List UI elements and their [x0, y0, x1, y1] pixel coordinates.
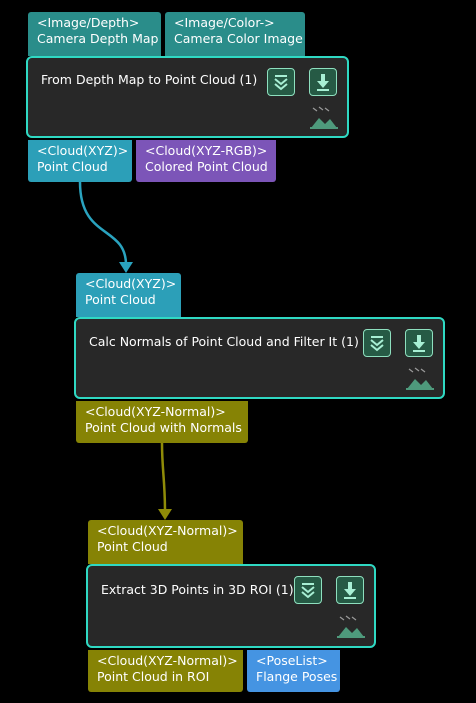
port-type-label: <Cloud(XYZ)> — [37, 143, 129, 158]
download-arrow-icon[interactable] — [309, 68, 337, 96]
collapse-chevron-icon[interactable] — [363, 329, 391, 357]
download-arrow-icon[interactable] — [405, 329, 433, 357]
output-port-colored-point-cloud[interactable]: <Cloud(XYZ-RGB)> Colored Point Cloud — [136, 140, 276, 182]
node-from-depth-map-to-point-cloud[interactable]: From Depth Map to Point Cloud (1) — [26, 56, 349, 138]
node-calc-normals-and-filter[interactable]: Calc Normals of Point Cloud and Filter I… — [74, 317, 445, 399]
output-port-flange-poses[interactable]: <PoseList> Flange Poses — [247, 650, 340, 692]
preview-image-icon[interactable] — [336, 613, 366, 639]
input-port-camera-color-image[interactable]: <Image/Color-> Camera Color Image — [165, 12, 305, 56]
port-name-label: Point Cloud — [97, 539, 168, 554]
node-title: Extract 3D Points in 3D ROI (1) — [101, 582, 294, 597]
port-type-label: <Cloud(XYZ-Normal)> — [85, 404, 226, 419]
node-title: From Depth Map to Point Cloud (1) — [41, 72, 258, 87]
wire-arrowhead-extract-roi — [158, 509, 172, 520]
wire-normals-to-extract-roi[interactable] — [160, 442, 167, 513]
port-name-label: Camera Depth Map — [37, 31, 159, 46]
collapse-chevron-icon[interactable] — [294, 576, 322, 604]
collapse-chevron-icon[interactable] — [267, 68, 295, 96]
port-name-label: Point Cloud in ROI — [97, 669, 210, 684]
output-port-point-cloud[interactable]: <Cloud(XYZ)> Point Cloud — [28, 140, 132, 182]
port-name-label: Flange Poses — [256, 669, 338, 684]
preview-image-icon[interactable] — [405, 365, 435, 391]
port-name-label: Point Cloud with Normals — [85, 420, 242, 435]
port-type-label: <Cloud(XYZ-Normal)> — [97, 523, 238, 538]
output-port-point-cloud-in-roi[interactable]: <Cloud(XYZ-Normal)> Point Cloud in ROI — [88, 650, 243, 692]
wire-point-cloud-to-calc-normals[interactable] — [78, 181, 128, 266]
port-type-label: <Image/Depth> — [37, 15, 140, 30]
input-port-point-cloud-normal[interactable]: <Cloud(XYZ-Normal)> Point Cloud — [88, 520, 243, 564]
port-type-label: <Cloud(XYZ-Normal)> — [97, 653, 238, 668]
port-type-label: <Image/Color-> — [174, 15, 275, 30]
port-name-label: Point Cloud — [37, 159, 108, 174]
input-port-point-cloud[interactable]: <Cloud(XYZ)> Point Cloud — [76, 273, 181, 317]
wire-arrowhead-calc-normals — [119, 262, 133, 273]
port-type-label: <Cloud(XYZ-RGB)> — [145, 143, 268, 158]
port-name-label: Point Cloud — [85, 292, 156, 307]
port-name-label: Camera Color Image — [174, 31, 303, 46]
output-port-point-cloud-with-normals[interactable]: <Cloud(XYZ-Normal)> Point Cloud with Nor… — [76, 401, 248, 443]
port-type-label: <PoseList> — [256, 653, 328, 668]
download-arrow-icon[interactable] — [336, 576, 364, 604]
input-port-camera-depth-map[interactable]: <Image/Depth> Camera Depth Map — [28, 12, 161, 56]
node-title: Calc Normals of Point Cloud and Filter I… — [89, 334, 359, 349]
port-name-label: Colored Point Cloud — [145, 159, 268, 174]
preview-image-icon[interactable] — [309, 104, 339, 130]
port-type-label: <Cloud(XYZ)> — [85, 276, 177, 291]
node-extract-3d-points-in-roi[interactable]: Extract 3D Points in 3D ROI (1) — [86, 564, 376, 648]
